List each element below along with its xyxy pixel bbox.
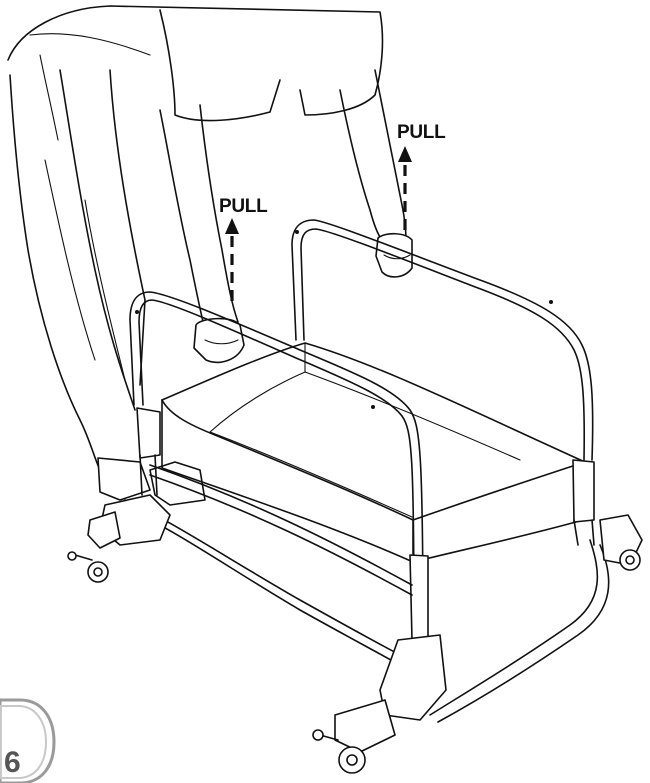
step-number: 6 [4, 746, 21, 779]
arrow-up-icon [225, 218, 239, 305]
pull-label-right: PULL [397, 122, 446, 143]
bassinet-frame [67, 219, 643, 774]
step-badge: 6 [0, 698, 56, 783]
arrow-up-icon [398, 146, 412, 232]
pull-label-left: PULL [219, 196, 268, 217]
person-figure [7, 5, 413, 506]
pull-annotation-left: PULL [219, 196, 268, 305]
pull-annotation-right: PULL [397, 122, 446, 232]
